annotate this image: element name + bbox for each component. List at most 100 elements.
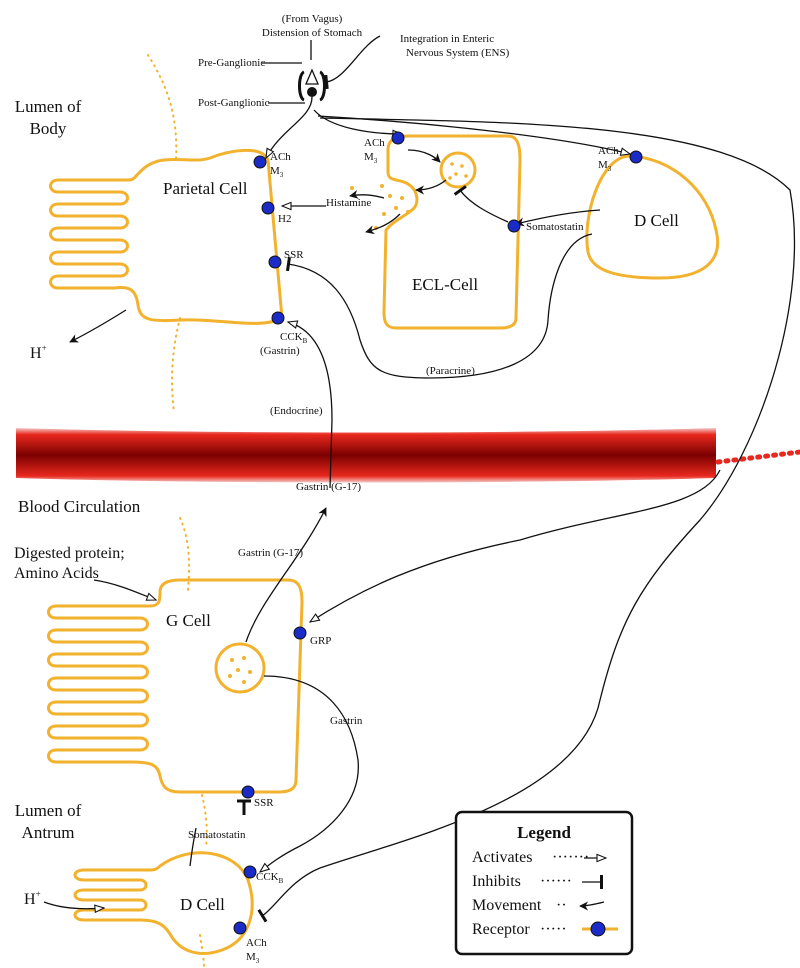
legend-movement-label: Movement (472, 897, 542, 914)
receptor-g-ssr (241, 785, 255, 799)
histamine-release-arrow-2 (365, 213, 401, 235)
parietal-gastrin-label: (Gastrin) (260, 345, 300, 357)
histamine-release-arrow-1 (349, 190, 385, 199)
ganglion-bracket-left (298, 70, 305, 102)
ecl-vesicle (439, 151, 477, 189)
g-cell-outline (47, 578, 304, 794)
lumen-antrum-label-2: Antrum (22, 823, 75, 842)
d-bottom-somatostatin-label: Somatostatin (188, 829, 246, 841)
legend-movement-symbol (579, 901, 605, 911)
receptor-parietal-h2 (261, 201, 275, 215)
vagus-to-g-cell-grp (310, 469, 721, 622)
legend-box (454, 810, 634, 956)
ecl-vesicle-arrow-in (407, 149, 441, 163)
lumen-body-label-1: Lumen of (15, 97, 82, 116)
h-plus-parietal-arrow (69, 309, 127, 343)
legend-inhibits-dots: ······ (540, 873, 572, 890)
lumen-boundary-antrum-upper (179, 517, 191, 591)
g-cell-gastrin-release (245, 507, 327, 643)
d-top-m3-label: M3 (598, 159, 612, 173)
d-cell-bottom-label: D Cell (180, 895, 225, 914)
post-ganglionic-soma (307, 87, 317, 97)
legend: Legend Activates ······· Inhibits ······… (454, 810, 634, 956)
pre-ganglionic-terminal (305, 68, 319, 85)
paracrine-path (286, 233, 593, 379)
ecl-m3-label: M3 (364, 151, 378, 165)
ens-inhibit-line (324, 35, 381, 90)
ecl-cell-outline (382, 134, 522, 330)
paracrine-label: (Paracrine) (426, 365, 475, 377)
d-bottom-m3-label: M3 (246, 951, 260, 965)
d-top-ach-label: ACh (598, 145, 619, 157)
g-to-d-gastrin-path (260, 675, 359, 872)
d-bottom-cck-label: CCKB (256, 871, 284, 885)
ecl-cell-label: ECL-Cell (412, 275, 478, 294)
somatostatin-to-ecl (453, 185, 509, 223)
legend-inhibits-label: Inhibits (472, 873, 521, 890)
legend-inhibits-bar (600, 875, 603, 889)
parietal-ach-label: ACh (270, 151, 291, 163)
post-ganglionic-label: Post-Ganglionic (198, 97, 270, 109)
ecl-somatostatin-label: Somatostatin (526, 221, 584, 233)
legend-activates-label: Activates (472, 849, 532, 866)
vagus-to-grp-and-d-bottom (257, 117, 796, 923)
receptor-parietal-ach (253, 155, 267, 169)
receptor-parietal-ssr (268, 255, 282, 269)
legend-receptor-dots: ····· (540, 921, 567, 938)
h-plus-antrum-label: H+ (24, 889, 41, 908)
g-cell-gastrin-g17-label: Gastrin (G-17) (238, 547, 303, 559)
receptor-d-bottom-ach (233, 921, 247, 935)
vagus-to-parietal (266, 96, 313, 158)
legend-receptor-dot (590, 921, 606, 937)
lumen-boundary-body-lower (171, 317, 181, 413)
endocrine-label: (Endocrine) (270, 405, 323, 417)
distension-label: Distension of Stomach (262, 27, 363, 39)
parietal-m3-label: M3 (270, 165, 284, 179)
lumen-boundary-body-upper (147, 54, 178, 161)
h-plus-antrum-arrow (43, 901, 104, 909)
lumen-antrum-label-1: Lumen of (15, 801, 82, 820)
d-cell-top-label: D Cell (634, 211, 679, 230)
histamine-label: Histamine (326, 197, 371, 209)
g-cell-label: G Cell (166, 611, 211, 630)
pre-ganglionic-label: Pre-Ganglionic (198, 57, 265, 69)
g-cell-vesicle (214, 642, 266, 694)
parietal-cell-outline (49, 148, 284, 325)
parietal-cck-label: CCKB (280, 331, 308, 345)
receptor-ecl-ach (391, 131, 405, 145)
parietal-ssr-label: SSR (284, 249, 304, 261)
receptor-group (233, 131, 643, 935)
d-cell-bottom-outline (73, 851, 254, 955)
parietal-h2-label: H2 (278, 213, 291, 225)
from-vagus-label: (From Vagus) (282, 13, 343, 25)
ens-label-2: Nervous System (ENS) (406, 47, 510, 59)
receptor-ecl-somatostatin (507, 219, 521, 233)
digested-protein-label-1: Digested protein; (14, 545, 125, 562)
receptor-parietal-cck (271, 311, 285, 325)
parietal-cell-label: Parietal Cell (163, 179, 248, 198)
d-bottom-ach-label: ACh (246, 937, 267, 949)
legend-receptor-label: Receptor (472, 921, 530, 938)
histamine-granules (350, 184, 410, 230)
d-cell-somatostatin-to-ecl (515, 209, 601, 227)
lumen-body-label-2: Body (30, 119, 67, 138)
digested-protein-arrow (93, 579, 156, 600)
vessel-gastrin-label: Gastrin (G-17) (296, 481, 361, 493)
h-plus-parietal-label: H+ (30, 343, 47, 362)
ecl-ach-label: ACh (364, 137, 385, 149)
somatostatin-inhibit-g (189, 827, 197, 867)
lumen-boundary-antrum-lower (201, 794, 208, 849)
legend-movement-dots: ·· (556, 897, 567, 914)
receptor-d-bottom-cck (243, 865, 257, 879)
lumen-boundary-antrum-bottom (199, 934, 205, 968)
ecl-vesicle-arrow-out (415, 179, 447, 195)
ens-label-1: Integration in Enteric (400, 33, 494, 45)
endocrine-gastrin-path (288, 322, 333, 489)
blood-circulation-label: Blood Circulation (18, 497, 141, 516)
blood-vessel (16, 428, 800, 483)
digested-protein-label-2: Amino Acids (14, 565, 99, 582)
vagus-to-ecl (313, 109, 402, 134)
g-ssr-label: SSR (254, 797, 274, 809)
g-gastrin-label: Gastrin (330, 715, 363, 727)
